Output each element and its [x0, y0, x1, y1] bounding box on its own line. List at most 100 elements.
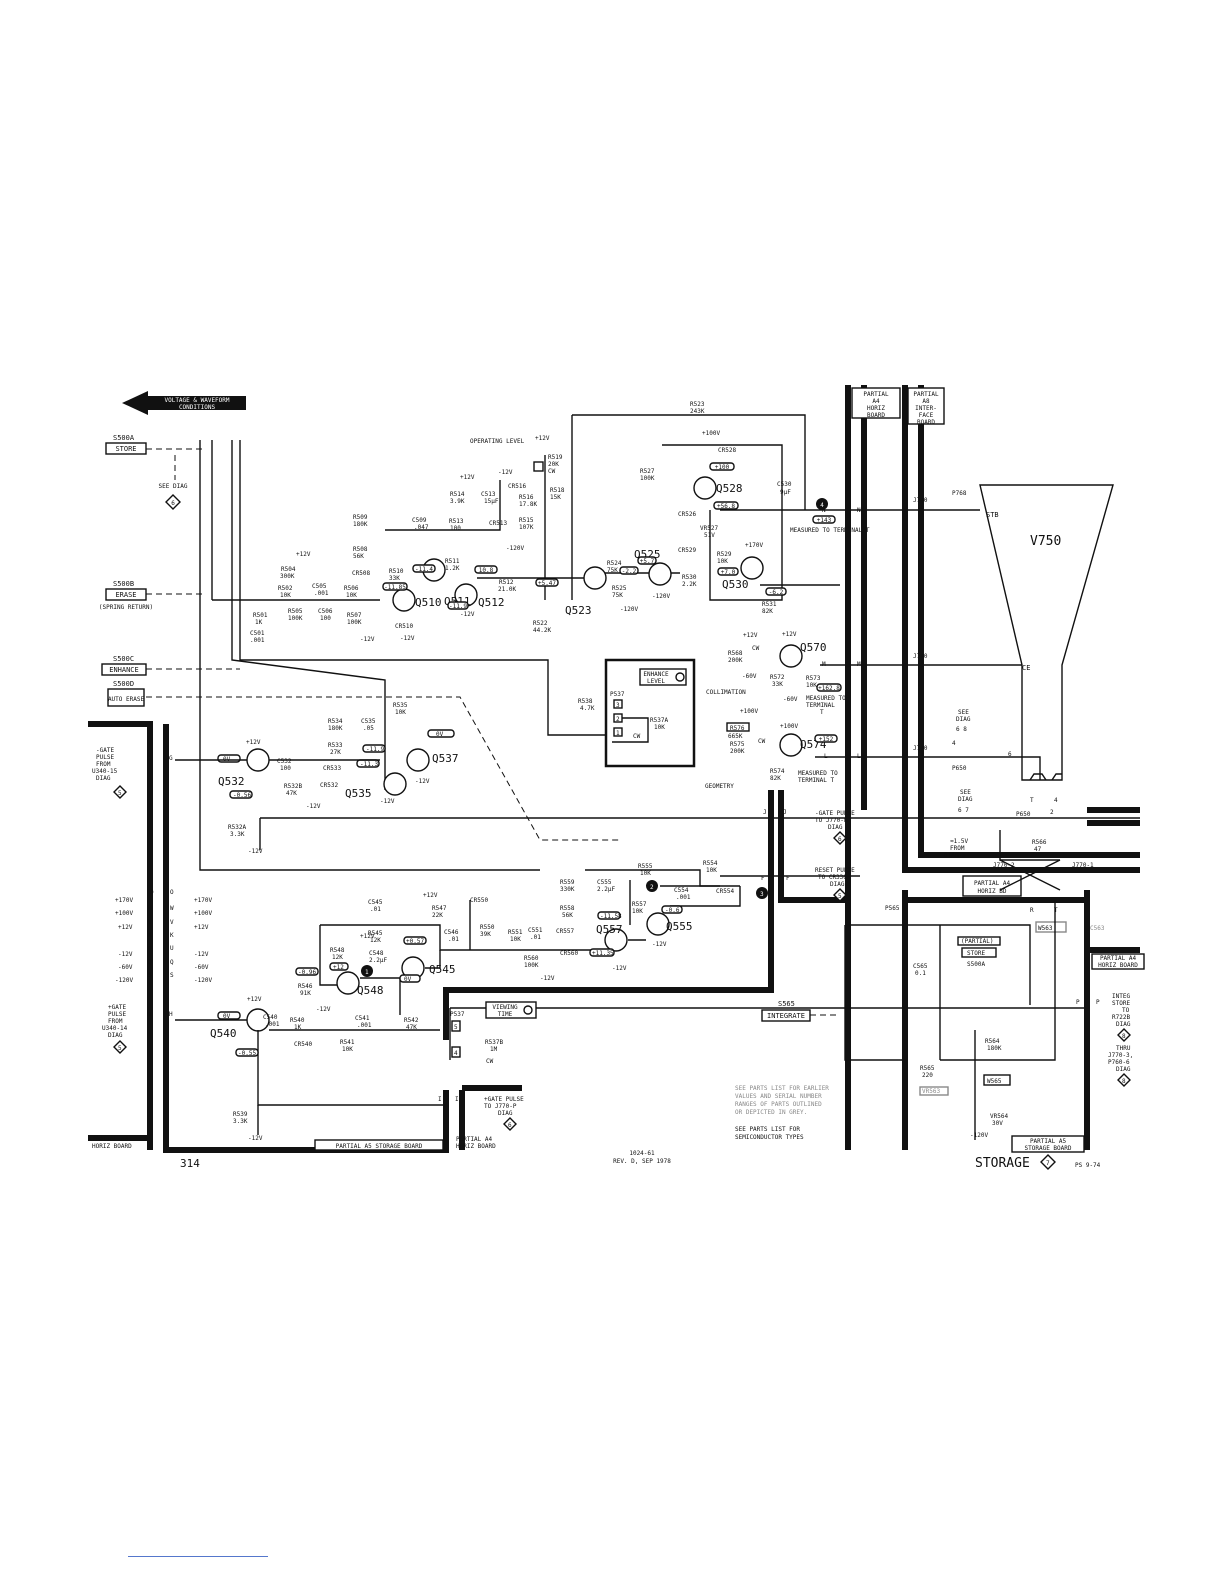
gate-pulse-out-i: +GATE PULSE TO J770-P DIAG 6 — [484, 1096, 524, 1131]
svg-text:.047: .047 — [414, 524, 429, 531]
arrow-line1: VOLTAGE & WAVEFORM — [164, 397, 229, 404]
svg-text:-60V: -60V — [118, 964, 133, 971]
svg-text:44.2K: 44.2K — [533, 627, 551, 634]
svg-text:R515: R515 — [519, 517, 534, 524]
svg-text:PARTIAL: PARTIAL — [863, 391, 889, 398]
svg-text:10K: 10K — [706, 867, 717, 874]
svg-text:VR527: VR527 — [700, 525, 718, 532]
svg-text:75K: 75K — [612, 592, 623, 599]
svg-text:15K: 15K — [550, 494, 561, 501]
svg-text:6 8: 6 8 — [956, 726, 967, 733]
doc-number: 1024-61 — [629, 1150, 655, 1157]
board-a5-storage-right: PARTIAL A5 STORAGE BOARD — [1011, 1135, 1085, 1153]
svg-text:6: 6 — [1008, 751, 1012, 758]
svg-text:DIAG: DIAG — [1116, 1021, 1131, 1028]
svg-text:1K: 1K — [255, 619, 263, 626]
svg-text:2.2μF: 2.2μF — [597, 886, 615, 893]
svg-text:+170V: +170V — [745, 542, 763, 549]
svg-text:1K: 1K — [294, 1024, 302, 1031]
svg-text:R547: R547 — [432, 905, 447, 912]
svg-text:4: 4 — [820, 502, 824, 509]
svg-text:FROM: FROM — [950, 845, 965, 852]
svg-text:+100: +100 — [715, 464, 730, 471]
svg-text:-11.3: -11.3 — [360, 761, 378, 768]
svg-text:SEE: SEE — [958, 709, 969, 716]
board-a4-horiz-bottom-mid: PARTIAL A4 HORIZ BOARD — [456, 1136, 496, 1150]
svg-text:P: P — [1096, 999, 1100, 1006]
notes: SEE PARTS LIST FOR EARLIER VALUES AND SE… — [735, 1085, 829, 1141]
voltage-markers: +100 +56.8 +7.0 -6.2 +5.7 -2.2 -11.4 -11… — [382, 462, 787, 610]
svg-text:4: 4 — [1054, 797, 1058, 804]
svg-text:S500B: S500B — [113, 580, 134, 588]
svg-text:+12V: +12V — [246, 739, 261, 746]
svg-text:R573: R573 — [806, 675, 821, 682]
svg-text:4: 4 — [454, 1050, 458, 1057]
svg-text:.05: .05 — [363, 725, 374, 732]
svg-text:J770: J770 — [913, 497, 928, 504]
svg-text:+11.35: +11.35 — [592, 950, 614, 957]
svg-text:1M: 1M — [490, 1046, 498, 1053]
svg-text:180K: 180K — [353, 521, 368, 528]
r519-adjust[interactable] — [533, 461, 544, 472]
svg-text:Q528: Q528 — [716, 482, 743, 495]
svg-text:.01: .01 — [448, 936, 459, 943]
svg-text:-12V: -12V — [248, 848, 263, 855]
svg-text:10K: 10K — [632, 908, 643, 915]
svg-text:AUTO ERASE: AUTO ERASE — [108, 696, 145, 703]
svg-text:33K: 33K — [389, 575, 400, 582]
svg-text:C548: C548 — [369, 950, 384, 957]
voltage-waveform-arrow[interactable]: VOLTAGE & WAVEFORM CONDITIONS — [122, 391, 246, 415]
enhance-level-control[interactable]: ENHANCE LEVEL — [639, 668, 687, 686]
svg-text:2.2μF: 2.2μF — [369, 957, 387, 964]
svg-text:R538: R538 — [578, 698, 593, 705]
gate-pulse-out-j: -GATE PULSE TO J770-M DIAG 6 — [815, 810, 855, 845]
diagram-number-diamond: 7 — [1040, 1154, 1056, 1170]
svg-text:10K: 10K — [280, 592, 291, 599]
svg-text:-12V: -12V — [248, 1135, 263, 1142]
svg-text:+100V: +100V — [740, 708, 758, 715]
svg-text:R504: R504 — [281, 566, 296, 573]
gate-pulse-in-h: +GATE PULSE FROM U340-14 DIAG 5 — [102, 1004, 128, 1054]
svg-text:2: 2 — [650, 884, 654, 891]
svg-text:91K: 91K — [300, 990, 311, 997]
svg-text:BOARD: BOARD — [917, 419, 935, 426]
svg-text:HORIZ BOARD: HORIZ BOARD — [92, 1143, 132, 1150]
reset-pulse: RESET PULSE TO CR336 DIAG 5 — [815, 867, 855, 902]
svg-text:P537: P537 — [450, 1011, 465, 1018]
switch-s500c: S500C ENHANCE — [101, 655, 147, 676]
svg-text:DIAG: DIAG — [830, 881, 845, 888]
svg-text:0V: 0V — [404, 976, 412, 983]
crt-v750: V750 STB CE — [979, 484, 1114, 781]
viewing-time-control[interactable]: VIEWING TIME — [485, 1001, 537, 1019]
svg-text:R555: R555 — [638, 863, 653, 870]
svg-text:R532A: R532A — [228, 824, 246, 831]
svg-text:R560: R560 — [524, 955, 539, 962]
svg-text:10K: 10K — [806, 682, 817, 689]
svg-text:-12V: -12V — [400, 635, 415, 642]
svg-text:U: U — [170, 945, 174, 952]
svg-text:200K: 200K — [728, 657, 743, 664]
svg-text:+152: +152 — [819, 736, 834, 743]
svg-text:P: P — [1076, 999, 1080, 1006]
svg-text:TIME: TIME — [498, 1011, 513, 1018]
svg-text:PULSE: PULSE — [108, 1011, 126, 1018]
svg-text:R541: R541 — [340, 1039, 355, 1046]
svg-text:+0.57: +0.57 — [406, 938, 424, 945]
svg-text:W565: W565 — [987, 1078, 1002, 1085]
svg-text:+100V: +100V — [115, 910, 133, 917]
svg-text:W: W — [148, 905, 152, 912]
svg-text:Q540: Q540 — [210, 1027, 237, 1040]
svg-text:+100V: +100V — [194, 910, 212, 917]
switch-s500b: S500B ERASE (SPRING RETURN) — [99, 580, 153, 611]
svg-text:U: U — [148, 945, 152, 952]
svg-text:CR529: CR529 — [678, 547, 696, 554]
switch-s500a: S500A STORE — [105, 434, 147, 455]
svg-text:10K: 10K — [342, 1046, 353, 1053]
svg-text:Q557: Q557 — [596, 923, 623, 936]
svg-text:200K: 200K — [730, 748, 745, 755]
svg-text:5: 5 — [118, 1045, 122, 1052]
svg-text:180K: 180K — [987, 1045, 1002, 1052]
svg-text:R501: R501 — [253, 612, 268, 619]
svg-text:PARTIAL: PARTIAL — [913, 391, 939, 398]
svg-text:H: H — [147, 1011, 151, 1018]
